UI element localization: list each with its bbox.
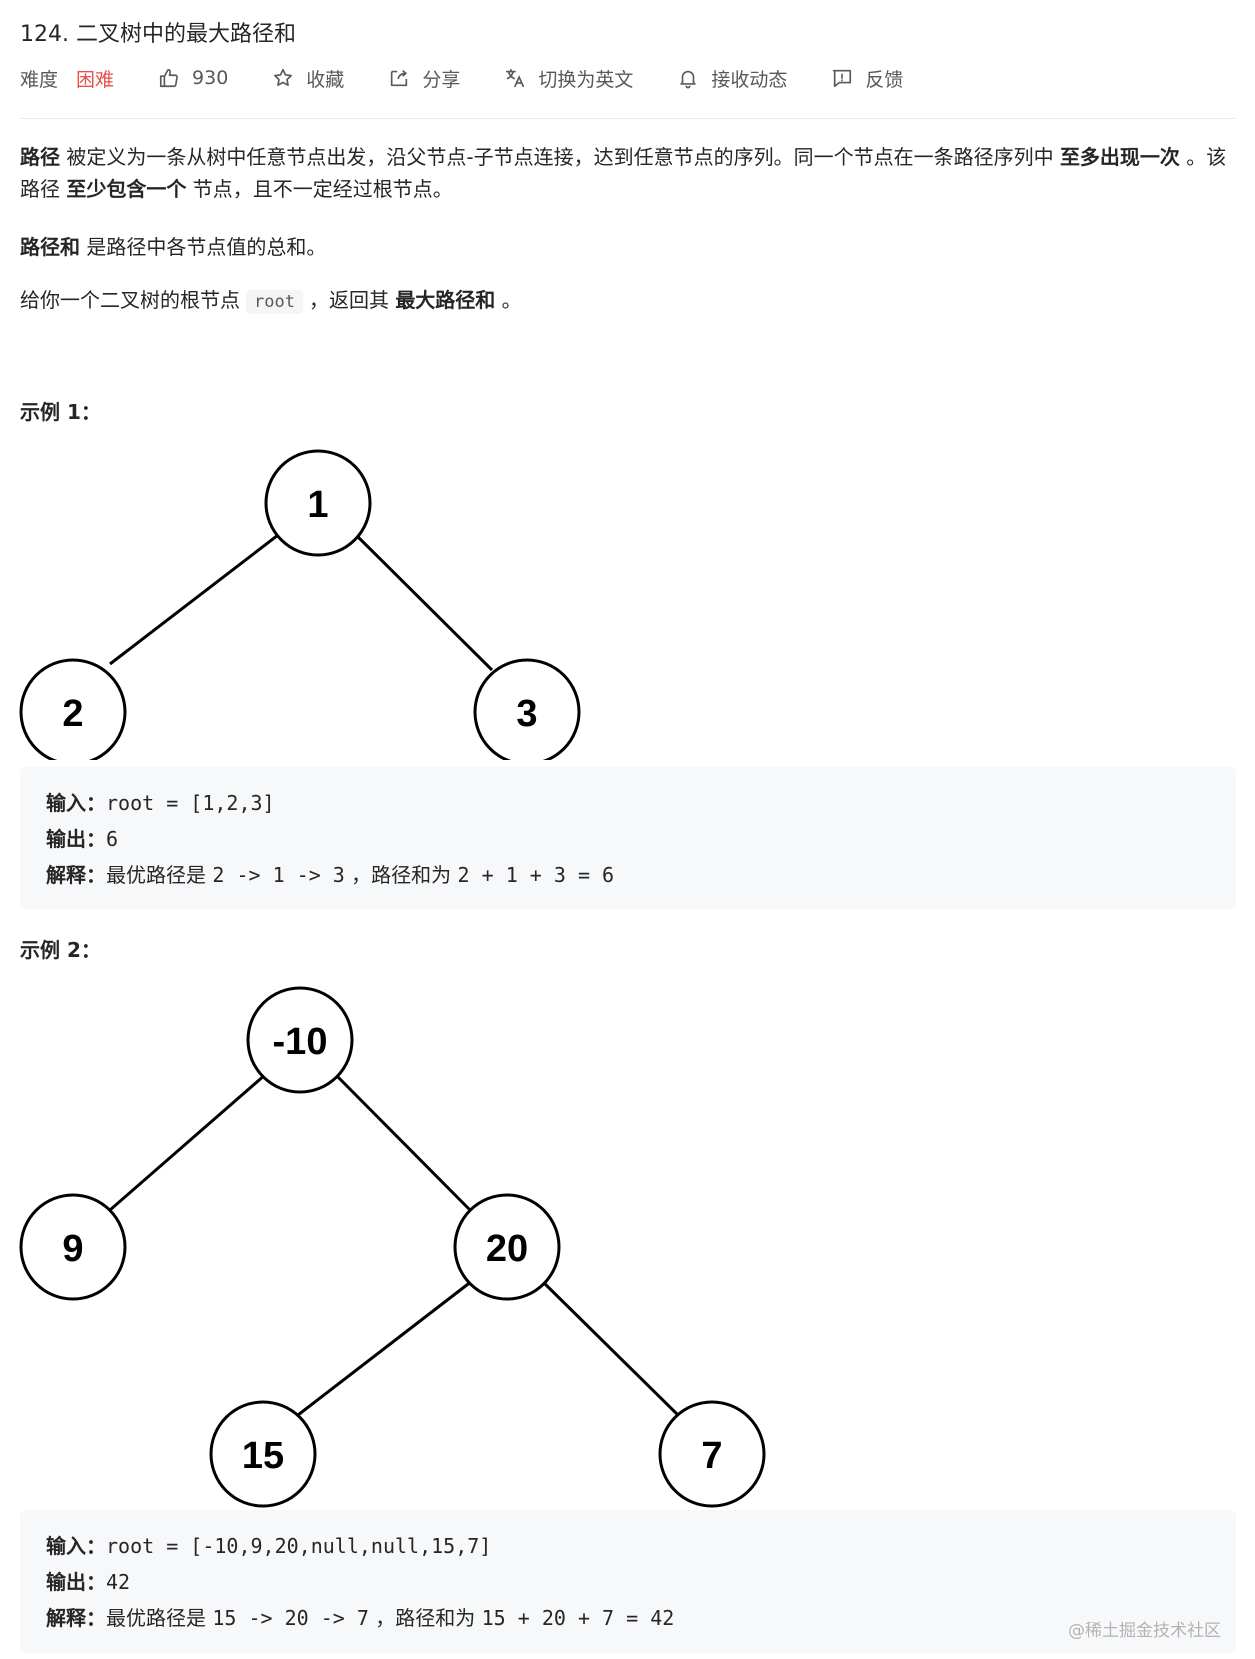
explain-path: 2 -> 1 -> 3 <box>212 863 345 887</box>
difficulty-badge: 困难 <box>76 68 115 91</box>
output-value: 42 <box>106 1570 131 1594</box>
example-1-codebox: 输入：root = [1,2,3] 输出：6 解释：最优路径是 2 -> 1 -… <box>20 767 1236 910</box>
p1-text-3: 节点，且不一定经过根节点。 <box>186 177 453 201</box>
problem-title: 124. 二叉树中的最大路径和 <box>20 22 296 47</box>
example-2-codebox: 输入：root = [-10,9,20,null,null,15,7] 输出：4… <box>20 1510 1236 1653</box>
example-2-heading: 示例 2： <box>20 938 101 962</box>
tree-node: -10 <box>246 986 354 1094</box>
share-label: 分享 <box>422 68 461 91</box>
output-label: 输出： <box>46 1570 106 1594</box>
thumbs-up-icon <box>159 68 178 88</box>
tree-node: 9 <box>19 1193 127 1301</box>
tree-edge <box>297 1279 473 1417</box>
star-icon <box>274 68 293 86</box>
header-divider <box>20 118 1236 119</box>
tree-node: 15 <box>209 1400 317 1508</box>
term-path: 路径 <box>20 145 60 169</box>
term-at-most-once: 至多出现一次 <box>1059 145 1180 169</box>
tree-node-label: 20 <box>486 1228 528 1270</box>
feedback-button[interactable]: 反馈 <box>831 65 903 92</box>
example-1-heading: 示例 1： <box>20 400 101 424</box>
difficulty-label: 难度 <box>20 68 59 91</box>
subscribe-label: 接收动态 <box>711 68 788 91</box>
tree-edge <box>540 1279 682 1419</box>
tree-node: 3 <box>473 658 581 760</box>
explain-sum: 15 + 20 + 7 = 42 <box>481 1606 675 1630</box>
p3-text-1: 给你一个二叉树的根节点 <box>20 288 240 312</box>
tree-edge <box>109 1072 267 1212</box>
explain-label: 解释： <box>46 1606 106 1630</box>
inline-code-root: root <box>246 290 303 314</box>
tree-node-label: 1 <box>307 484 328 526</box>
explain-path: 15 -> 20 -> 7 <box>212 1606 369 1630</box>
explain-text-2: ，路径和为 <box>368 1606 482 1630</box>
description-paragraph-1: 路径 被定义为一条从树中任意节点出发，沿父节点-子节点连接，达到任意节点的序列。… <box>20 141 1236 205</box>
input-value: root = [-10,9,20,null,null,15,7] <box>106 1534 492 1558</box>
subscribe-button[interactable]: 接收动态 <box>677 65 787 92</box>
explain-sum: 2 + 1 + 3 = 6 <box>457 863 615 887</box>
example-1-input: 输入：root = [1,2,3] <box>46 785 1210 821</box>
tree-node: 20 <box>453 1193 561 1301</box>
example-1-tree: 1 2 3 <box>0 440 600 760</box>
example-1-explanation: 解释：最优路径是 2 -> 1 -> 3 ，路径和为 2 + 1 + 3 = 6 <box>46 857 1210 893</box>
p1-text-2: 。该路径 <box>20 145 1227 201</box>
description-paragraph-2: 路径和 是路径中各节点值的总和。 <box>20 231 1236 263</box>
term-path-sum: 路径和 <box>20 235 80 259</box>
input-label: 输入： <box>46 1534 106 1558</box>
tree-node: 2 <box>19 658 127 760</box>
like-count: 930 <box>192 67 229 89</box>
share-icon <box>391 70 408 87</box>
switch-language-label: 切换为英文 <box>538 68 634 91</box>
watermark: @稀土掘金技术社区 <box>1068 1621 1221 1641</box>
term-at-least-one: 至少包含一个 <box>66 177 187 201</box>
example-2-input: 输入：root = [-10,9,20,null,null,15,7] <box>46 1528 1210 1564</box>
term-max-path-sum: 最大路径和 <box>395 288 496 312</box>
p2-text-1: 是路径中各节点值的总和。 <box>80 235 327 259</box>
tree-node: 1 <box>264 449 372 557</box>
favorite-label: 收藏 <box>306 68 345 91</box>
p1-text-1: 被定义为一条从树中任意节点出发，沿父节点-子节点连接，达到任意节点的序列。同一个… <box>60 145 1060 169</box>
input-label: 输入： <box>46 791 106 815</box>
example-2-output: 输出：42 <box>46 1564 1210 1600</box>
tree-node-label: 2 <box>62 693 83 735</box>
explain-text-2: ，路径和为 <box>344 863 458 887</box>
example-2-explanation: 解释：最优路径是 15 -> 20 -> 7 ，路径和为 15 + 20 + 7… <box>46 1600 1210 1636</box>
output-value: 6 <box>106 827 119 851</box>
tree-node-label: -10 <box>273 1021 328 1063</box>
output-label: 输出： <box>46 827 106 851</box>
example-1-output: 输出：6 <box>46 821 1210 857</box>
explain-text-1: 最优路径是 <box>106 1606 213 1630</box>
explain-text-1: 最优路径是 <box>106 863 213 887</box>
tree-node-label: 15 <box>242 1435 284 1477</box>
favorite-button[interactable]: 收藏 <box>272 65 344 92</box>
bell-icon <box>680 70 697 89</box>
tree-node: 7 <box>658 1400 766 1508</box>
share-button[interactable]: 分享 <box>388 65 460 92</box>
feedback-icon <box>833 69 852 88</box>
tree-node-label: 3 <box>516 693 537 735</box>
feedback-label: 反馈 <box>865 68 904 91</box>
example-2-tree: -10 9 20 15 7 <box>0 975 800 1515</box>
input-value: root = [1,2,3] <box>106 791 275 815</box>
p3-text-2: ，返回其 <box>308 288 396 312</box>
problem-toolbar: 难度 困难 930 收藏 分享 <box>20 62 947 94</box>
p3-text-3: 。 <box>495 288 522 312</box>
tree-node-label: 9 <box>62 1228 83 1270</box>
tree-edge <box>109 530 283 666</box>
tree-node-label: 7 <box>701 1435 722 1477</box>
tree-edge <box>351 530 494 672</box>
like-button[interactable]: 930 <box>158 67 228 89</box>
tree-edge <box>333 1072 472 1212</box>
switch-language-button[interactable]: 切换为英文 <box>504 65 633 92</box>
explain-label: 解释： <box>46 863 106 887</box>
translate-icon <box>506 68 525 88</box>
